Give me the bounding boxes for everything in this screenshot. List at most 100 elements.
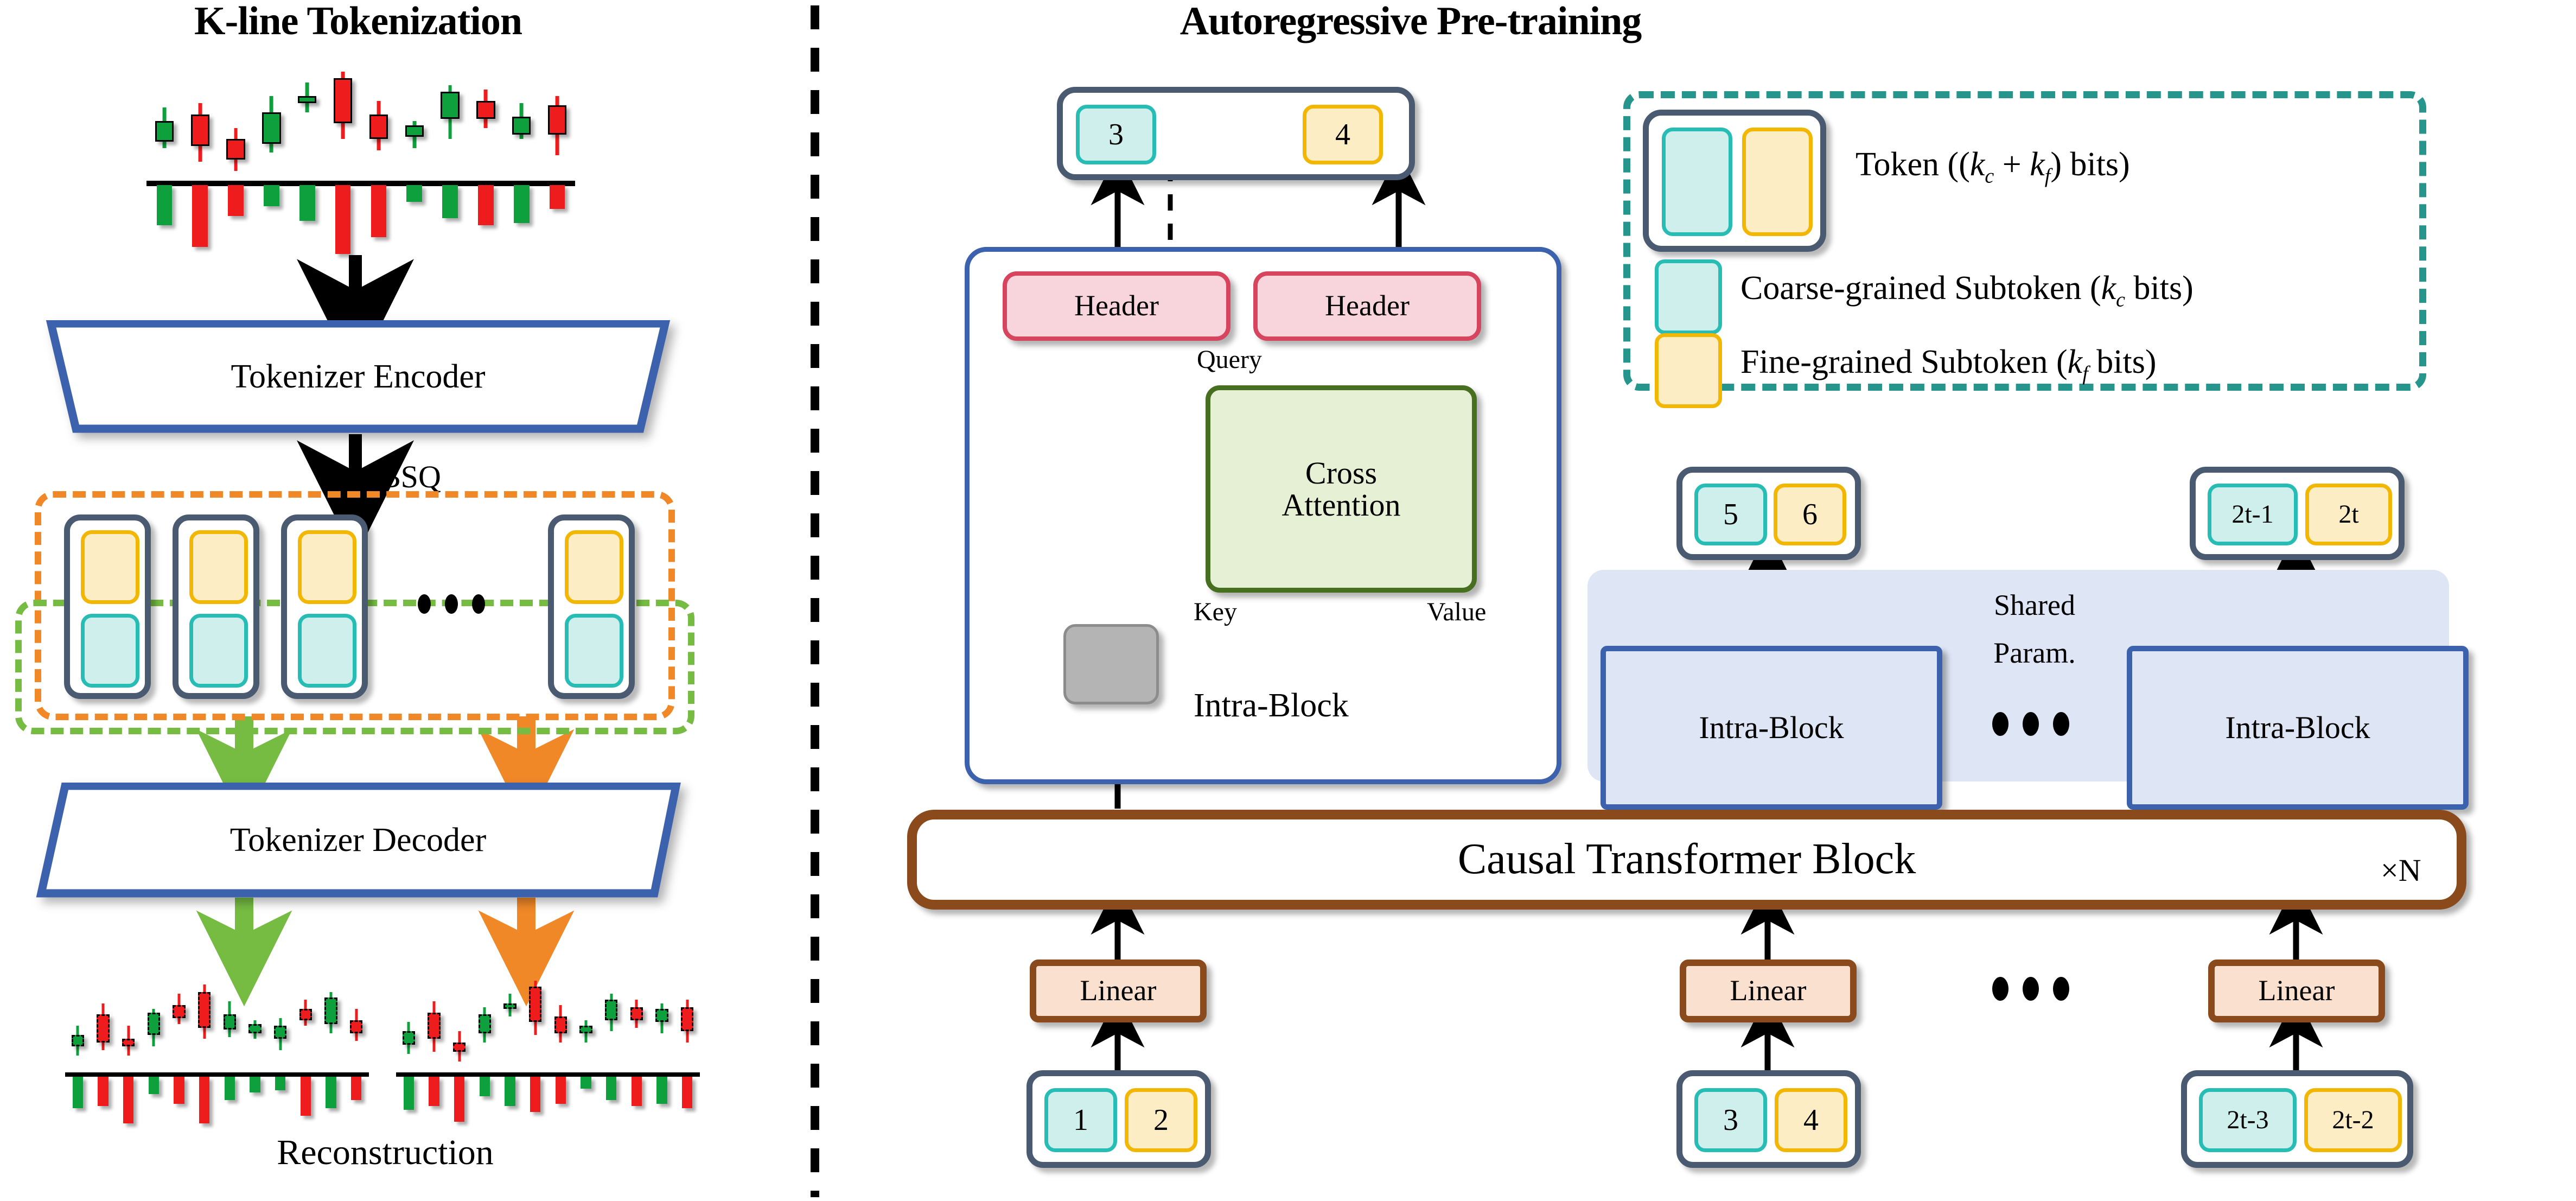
output-token-2t[interactable]: 2t-1 2t xyxy=(2190,467,2405,560)
volume-bar xyxy=(429,1077,439,1106)
tokenizer-decoder-label: Tokenizer Decoder xyxy=(229,821,487,859)
volume-bar xyxy=(250,1077,260,1092)
fine-subtoken-4[interactable]: 4 xyxy=(1303,105,1383,164)
volume-bar xyxy=(454,1077,465,1122)
candlestick xyxy=(122,971,135,1069)
fine-subtoken[interactable] xyxy=(298,530,356,604)
fine-subtoken-2[interactable]: 2 xyxy=(1125,1088,1197,1152)
volume-bar xyxy=(478,185,494,226)
candle-body xyxy=(262,112,281,144)
intra-block-last[interactable]: Intra-Block xyxy=(2127,646,2469,810)
input-token-3-4[interactable]: 3 4 xyxy=(1676,1070,1861,1168)
chart-axis xyxy=(65,1072,369,1077)
legend-fine-text: Fine-grained Subtoken (kf bits) xyxy=(1740,344,2157,385)
fine-subtoken-2t[interactable]: 2t xyxy=(2305,484,2392,545)
linear-box-3[interactable]: Linear xyxy=(2208,959,2385,1022)
input-token-2t-3[interactable]: 2t-3 2t-2 xyxy=(2181,1070,2413,1168)
coarse-subtoken-1[interactable]: 1 xyxy=(1044,1088,1117,1152)
candlestick xyxy=(478,971,491,1069)
candlestick xyxy=(405,60,424,177)
left-panel-title: K-line Tokenization xyxy=(194,0,522,43)
candle-body xyxy=(554,1016,567,1033)
fine-subtoken[interactable] xyxy=(189,530,248,604)
volume-bar xyxy=(98,1077,109,1106)
tokenizer-decoder[interactable]: Tokenizer Decoder xyxy=(22,783,694,898)
candle-body xyxy=(402,1031,415,1045)
candlestick xyxy=(605,971,618,1069)
fine-subtoken-6[interactable]: 6 xyxy=(1774,484,1846,545)
value-label: Value xyxy=(1427,598,1487,626)
candle-body xyxy=(248,1024,262,1033)
token-column-2[interactable] xyxy=(173,514,259,699)
volume-bar xyxy=(350,1077,362,1101)
candle-body xyxy=(681,1007,694,1032)
volume-bar xyxy=(156,185,173,226)
candlestick xyxy=(441,60,460,177)
volume-bar xyxy=(549,185,565,209)
input-token-1-2[interactable]: 1 2 xyxy=(1026,1070,1211,1168)
candlestick xyxy=(350,971,363,1069)
intra-block-label: Intra-Block xyxy=(1194,687,1349,724)
linear-box-1[interactable]: Linear xyxy=(1030,959,1207,1022)
coarse-subtoken[interactable] xyxy=(565,614,623,688)
candle-body xyxy=(173,1005,186,1019)
header-box-right[interactable]: Header xyxy=(1253,271,1481,341)
legend-coarse-text: Coarse-grained Subtoken (kc bits) xyxy=(1740,270,2194,312)
causal-transformer-block[interactable]: Causal Transformer Block xyxy=(907,810,2466,910)
fine-subtoken[interactable] xyxy=(81,530,139,604)
candle-body xyxy=(441,92,460,119)
volume-bar xyxy=(300,1077,311,1116)
candlestick xyxy=(274,971,287,1069)
volume-bar xyxy=(406,185,423,202)
coarse-subtoken[interactable] xyxy=(298,614,356,688)
chart-axis xyxy=(396,1072,700,1077)
candle-body xyxy=(190,114,209,146)
cross-attention-box[interactable]: Cross Attention xyxy=(1206,385,1477,593)
cross-attention-line1: Cross xyxy=(1305,455,1378,491)
volume-bar xyxy=(479,1077,490,1096)
candlestick xyxy=(529,971,542,1069)
candle-body xyxy=(155,121,174,142)
legend-swatch-fine xyxy=(1655,333,1722,408)
candlestick xyxy=(402,971,415,1069)
key-label: Key xyxy=(1194,598,1237,626)
candle-body xyxy=(529,986,542,1022)
candle-body xyxy=(198,992,211,1028)
reconstruction-chart-right xyxy=(396,971,700,1134)
volume-bar xyxy=(371,185,387,238)
coarse-subtoken[interactable] xyxy=(189,614,248,688)
volume-bar xyxy=(192,185,208,247)
fine-subtoken[interactable] xyxy=(565,530,623,604)
fine-subtoken-2t-2[interactable]: 2t-2 xyxy=(2304,1088,2402,1152)
legend-coarse-half xyxy=(1662,128,1732,236)
hidden-state-box[interactable] xyxy=(1063,624,1159,704)
token-column-3[interactable] xyxy=(281,514,368,699)
fine-subtoken-4in[interactable]: 4 xyxy=(1775,1088,1847,1152)
header-box-left[interactable]: Header xyxy=(1003,271,1230,341)
tokenizer-encoder[interactable]: Tokenizer Encoder xyxy=(33,320,684,433)
coarse-subtoken-5[interactable]: 5 xyxy=(1694,484,1767,545)
bsq-label: BSQ xyxy=(380,459,441,494)
candlestick xyxy=(503,971,517,1069)
candlestick xyxy=(262,60,281,177)
candle-body xyxy=(97,1014,110,1043)
legend-fine-half xyxy=(1742,128,1813,236)
right-panel-title: Autoregressive Pre-training xyxy=(1179,0,1642,43)
candle-body xyxy=(453,1043,466,1052)
coarse-subtoken-2t-3[interactable]: 2t-3 xyxy=(2199,1088,2297,1152)
candle-body xyxy=(476,100,495,119)
token-group-orange-dashed xyxy=(35,491,675,720)
volume-bar xyxy=(224,1077,235,1101)
coarse-subtoken-3[interactable]: 3 xyxy=(1076,105,1156,164)
coarse-subtoken-3in[interactable]: 3 xyxy=(1694,1088,1767,1152)
intra-block-mid[interactable]: Intra-Block xyxy=(1601,646,1942,810)
linear-box-2[interactable]: Linear xyxy=(1680,959,1857,1022)
output-token-5-6[interactable]: 5 6 xyxy=(1676,467,1861,560)
token-column-last[interactable] xyxy=(548,514,635,699)
candle-body xyxy=(512,116,531,135)
candlestick xyxy=(476,60,495,177)
output-token-3-4[interactable]: 3 4 xyxy=(1057,87,1415,180)
coarse-subtoken[interactable] xyxy=(81,614,139,688)
coarse-subtoken-2t-1[interactable]: 2t-1 xyxy=(2208,484,2298,545)
token-column-1[interactable] xyxy=(64,514,151,699)
